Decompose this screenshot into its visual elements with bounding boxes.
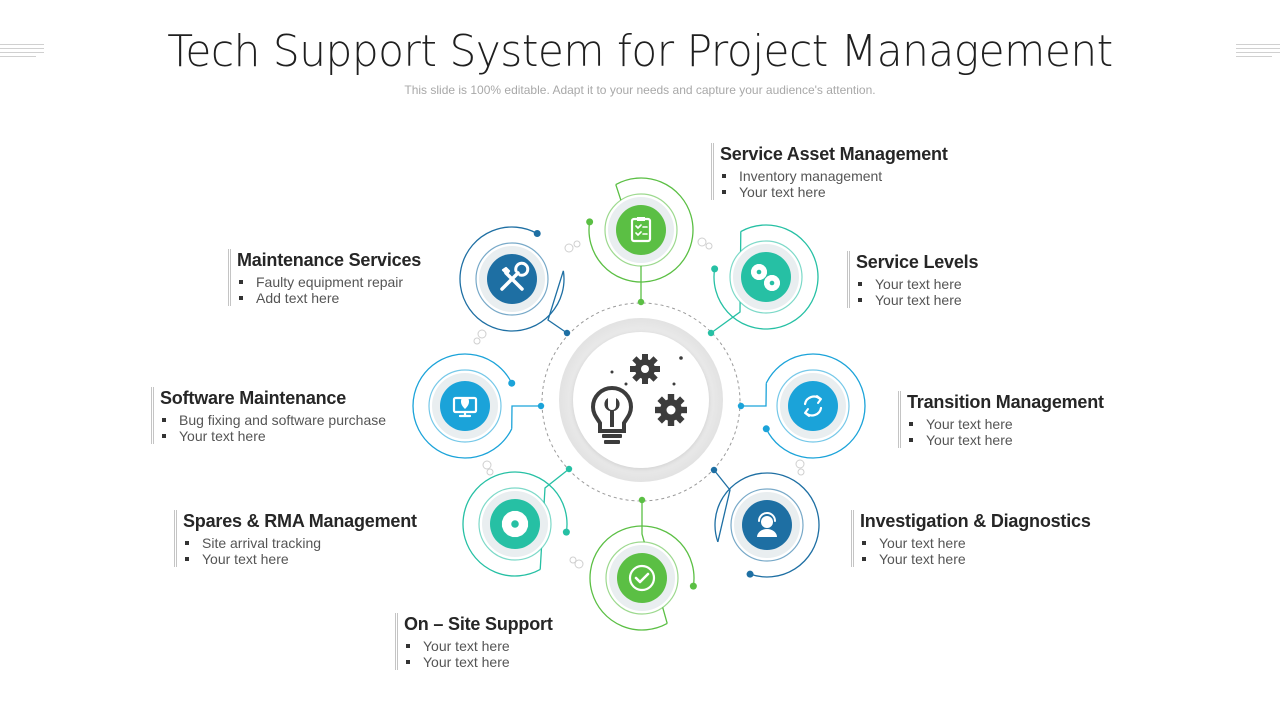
- bullet-item: Your text here: [404, 638, 553, 654]
- arc-end-dot: [711, 265, 719, 273]
- hub-dot: [710, 466, 718, 474]
- bullet-item: Site arrival tracking: [183, 535, 417, 551]
- node-on-site-support: [589, 525, 697, 631]
- heading-transition-management: Transition Management: [907, 392, 1104, 412]
- right-decorative-lines: [1236, 44, 1280, 60]
- bullet-item: Bug fixing and software purchase: [160, 412, 386, 428]
- bullet-item: Your text here: [856, 292, 978, 308]
- bullet-item: Your text here: [404, 654, 553, 670]
- gears-icon: [751, 264, 780, 291]
- refresh-arrows-icon: [803, 395, 823, 417]
- arc-end-dot: [533, 230, 541, 238]
- center-dashed-ring: [541, 302, 741, 502]
- connector-line: [741, 383, 767, 407]
- page-title: Tech Support System for Project Manageme…: [167, 26, 1113, 77]
- node-disc: [741, 252, 791, 302]
- hub-dot: [565, 465, 573, 473]
- bullet-item: Your text here: [860, 551, 1091, 567]
- bullet-item: Your text here: [856, 276, 978, 292]
- gear-icon: [501, 510, 529, 538]
- node-outer-arc: [462, 471, 568, 577]
- node-spares-rma-management: [462, 471, 570, 577]
- heading-maintenance-services: Maintenance Services: [237, 250, 422, 270]
- arc-end-dot: [746, 570, 754, 578]
- left-decorative-lines: [0, 44, 44, 60]
- bullet-item: Add text here: [237, 290, 421, 306]
- hub-dot: [707, 329, 715, 337]
- support-person-icon: [757, 512, 777, 537]
- node-outer-arc: [412, 353, 513, 459]
- node-outer-arc: [589, 525, 695, 631]
- wrench-screwdriver-icon: [500, 261, 530, 291]
- label-maintenance-services: Maintenance Services Faulty equipment re…: [228, 249, 421, 306]
- page-subtitle: This slide is 100% editable. Adapt it to…: [404, 83, 876, 97]
- node-outer-arc: [765, 353, 866, 459]
- arc-end-dot: [508, 379, 516, 387]
- label-spares-rma-management: Spares & RMA Management Site arrival tra…: [174, 510, 417, 567]
- bullet-item: Your text here: [907, 432, 1104, 448]
- checkmark-icon: [628, 564, 656, 592]
- node-investigation-diagnostics: [714, 472, 820, 578]
- bullet-item: Your text here: [720, 184, 948, 200]
- heading-spares-rma-management: Spares & RMA Management: [183, 511, 417, 531]
- arc-end-dot: [762, 425, 770, 433]
- label-service-asset-management: Service Asset Management Inventory manag…: [711, 143, 948, 200]
- label-investigation-diagnostics: Investigation & Diagnostics Your text he…: [851, 510, 1091, 567]
- node-service-asset-management: [586, 177, 694, 283]
- arc-end-dot: [586, 218, 594, 226]
- monitor-map-pin-icon: [452, 396, 478, 418]
- node-software-maintenance: [412, 353, 516, 459]
- node-disc: [617, 553, 667, 603]
- heading-on-site-support: On – Site Support: [404, 614, 553, 634]
- hub-dot: [563, 329, 571, 337]
- node-transition-management: [762, 353, 866, 459]
- center-hub: [559, 318, 723, 482]
- bullet-item: Your text here: [160, 428, 386, 444]
- node-disc: [788, 381, 838, 431]
- node-outer-arc: [713, 224, 819, 330]
- arc-end-dot: [562, 528, 570, 536]
- node-service-levels: [711, 224, 819, 330]
- bullet-item: Inventory management: [720, 168, 948, 184]
- heading-software-maintenance: Software Maintenance: [160, 388, 347, 408]
- node-maintenance-services: [459, 226, 565, 332]
- heading-service-levels: Service Levels: [856, 252, 979, 272]
- heading-investigation-diagnostics: Investigation & Diagnostics: [860, 511, 1091, 531]
- bullet-item: Your text here: [907, 416, 1104, 432]
- hub-dot: [637, 298, 645, 306]
- node-disc: [616, 205, 666, 255]
- clipboard-checklist-icon: [630, 217, 652, 243]
- heading-service-asset-management: Service Asset Management: [720, 144, 948, 164]
- hub-dot: [737, 402, 745, 410]
- node-outer-arc: [588, 177, 694, 283]
- bullet-item: Your text here: [183, 551, 417, 567]
- node-outer-arc: [459, 226, 565, 332]
- label-software-maintenance: Software Maintenance Bug fixing and soft…: [151, 387, 386, 444]
- bullet-item: Faulty equipment repair: [237, 274, 421, 290]
- label-transition-management: Transition Management Your text here You…: [898, 391, 1104, 448]
- bullet-item: Your text here: [860, 535, 1091, 551]
- hub-dot: [638, 496, 646, 504]
- connector-line: [511, 405, 541, 429]
- connector-line: [547, 270, 568, 334]
- arc-end-dot: [689, 582, 697, 590]
- label-service-levels: Service Levels Your text here Your text …: [847, 251, 978, 308]
- hub-dot: [537, 402, 545, 410]
- lightbulb-wrench-gears-icon: [590, 354, 687, 444]
- node-outer-arc: [714, 472, 820, 578]
- connector-line: [713, 469, 731, 543]
- label-on-site-support: On – Site Support Your text here Your te…: [395, 613, 553, 670]
